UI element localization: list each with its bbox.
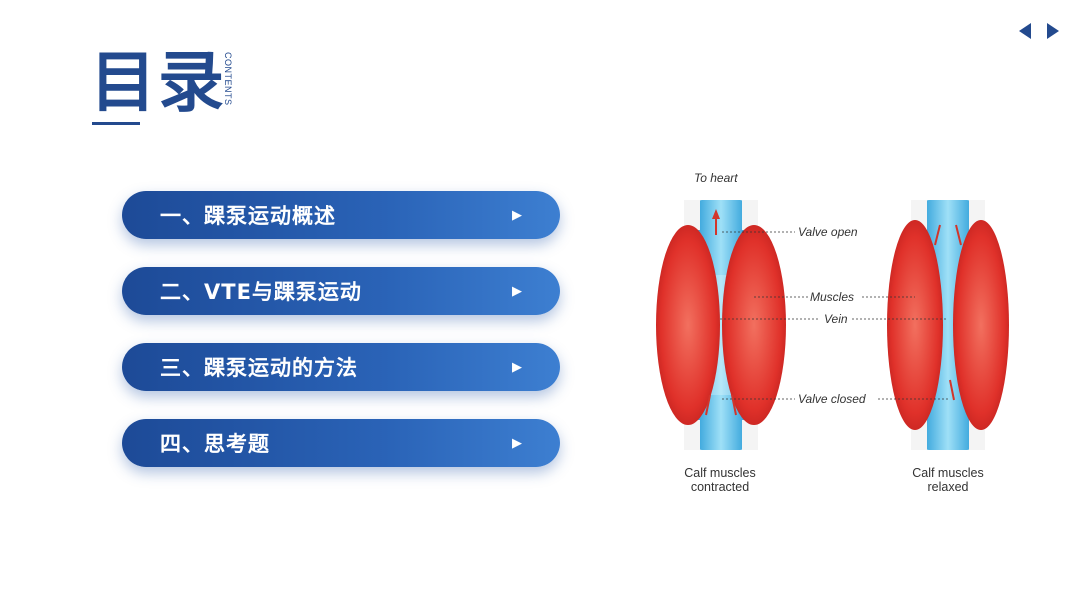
play-arrow-icon: ▶ — [512, 359, 522, 375]
play-arrow-icon: ▶ — [512, 283, 522, 299]
play-arrow-icon: ▶ — [512, 207, 522, 223]
play-arrow-icon: ▶ — [512, 435, 522, 451]
menu-item-overview[interactable]: 一、踝泵运动概述 ▶ — [122, 191, 560, 239]
menu-item-label: 三、踝泵运动的方法 — [160, 356, 358, 380]
calf-muscle-pump-diagram: To heart Valve open Muscles Vein Valve c… — [656, 171, 1009, 494]
menu-item-label: 四、思考题 — [160, 432, 270, 456]
caption-contracted-line2: contracted — [691, 480, 749, 494]
relaxed-vein-illustration — [887, 200, 1009, 450]
title-underline — [92, 122, 140, 125]
caption-relaxed-line2: relaxed — [928, 480, 969, 494]
page-title: 目录 — [90, 44, 226, 121]
menu-item-vte[interactable]: 二、VTE与踝泵运动 ▶ — [122, 267, 560, 315]
caption-relaxed-line1: Calf muscles — [912, 466, 984, 480]
menu-item-questions[interactable]: 四、思考题 ▶ — [122, 419, 560, 467]
page-subtitle: CONTENTS — [223, 52, 233, 106]
vein-label: Vein — [824, 312, 848, 326]
caption-contracted-line1: Calf muscles — [684, 466, 756, 480]
valve-open-label: Valve open — [798, 225, 858, 239]
next-slide-icon[interactable] — [1046, 22, 1060, 40]
contents-menu: 一、踝泵运动概述 ▶ 二、VTE与踝泵运动 ▶ 三、踝泵运动的方法 ▶ 四、思考… — [122, 191, 560, 495]
prev-slide-icon[interactable] — [1018, 22, 1032, 40]
menu-item-method[interactable]: 三、踝泵运动的方法 ▶ — [122, 343, 560, 391]
valve-closed-label: Valve closed — [798, 392, 866, 406]
contracted-vein-illustration — [656, 200, 786, 450]
slide-navigation — [1018, 22, 1060, 40]
to-heart-label: To heart — [694, 171, 738, 185]
menu-item-label: 一、踝泵运动概述 — [160, 204, 336, 228]
menu-item-label: 二、VTE与踝泵运动 — [160, 280, 362, 304]
muscles-label: Muscles — [810, 290, 854, 304]
